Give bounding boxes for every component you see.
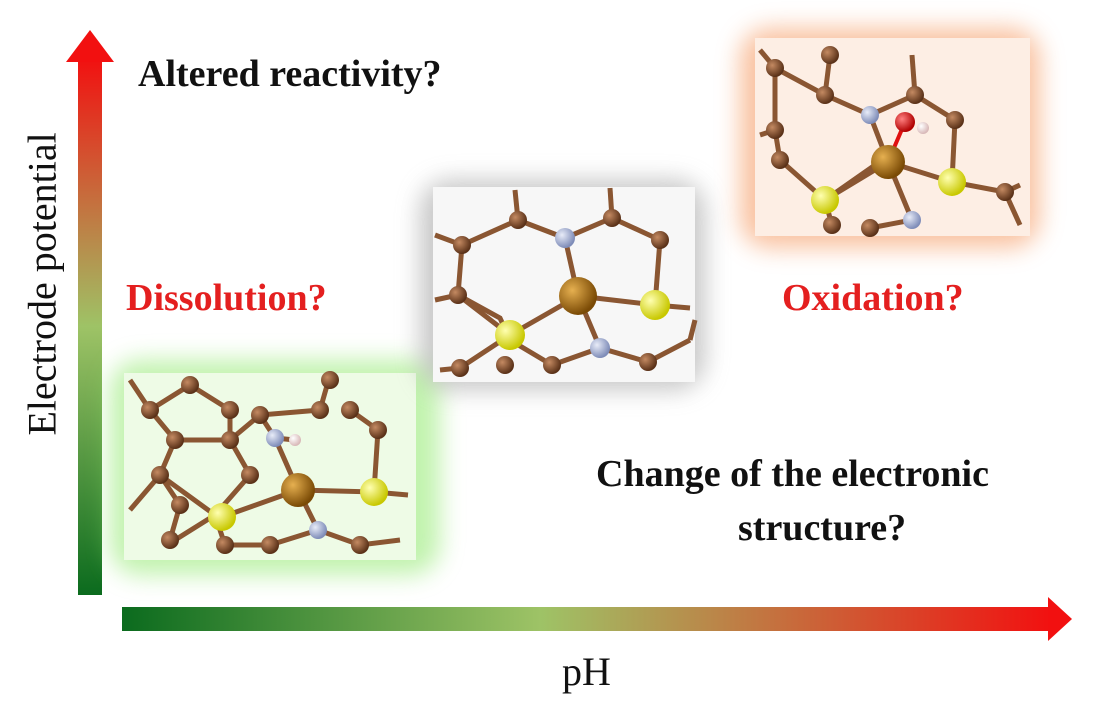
- structure-oxidized: [740, 28, 1040, 248]
- altered-reactivity-label: Altered reactivity?: [138, 53, 442, 95]
- x-axis-arrow: [122, 597, 1072, 641]
- x-axis-label: pH: [562, 649, 611, 694]
- electronic-structure-label-line2: structure?: [738, 507, 907, 549]
- electronic-structure-label-line1: Change of the electronic: [596, 453, 989, 495]
- oxidation-label: Oxidation?: [782, 277, 964, 319]
- structure-acidic: [110, 360, 440, 575]
- y-axis-arrow: [66, 30, 114, 595]
- structure-neutral: [420, 180, 705, 390]
- dissolution-label: Dissolution?: [126, 277, 327, 319]
